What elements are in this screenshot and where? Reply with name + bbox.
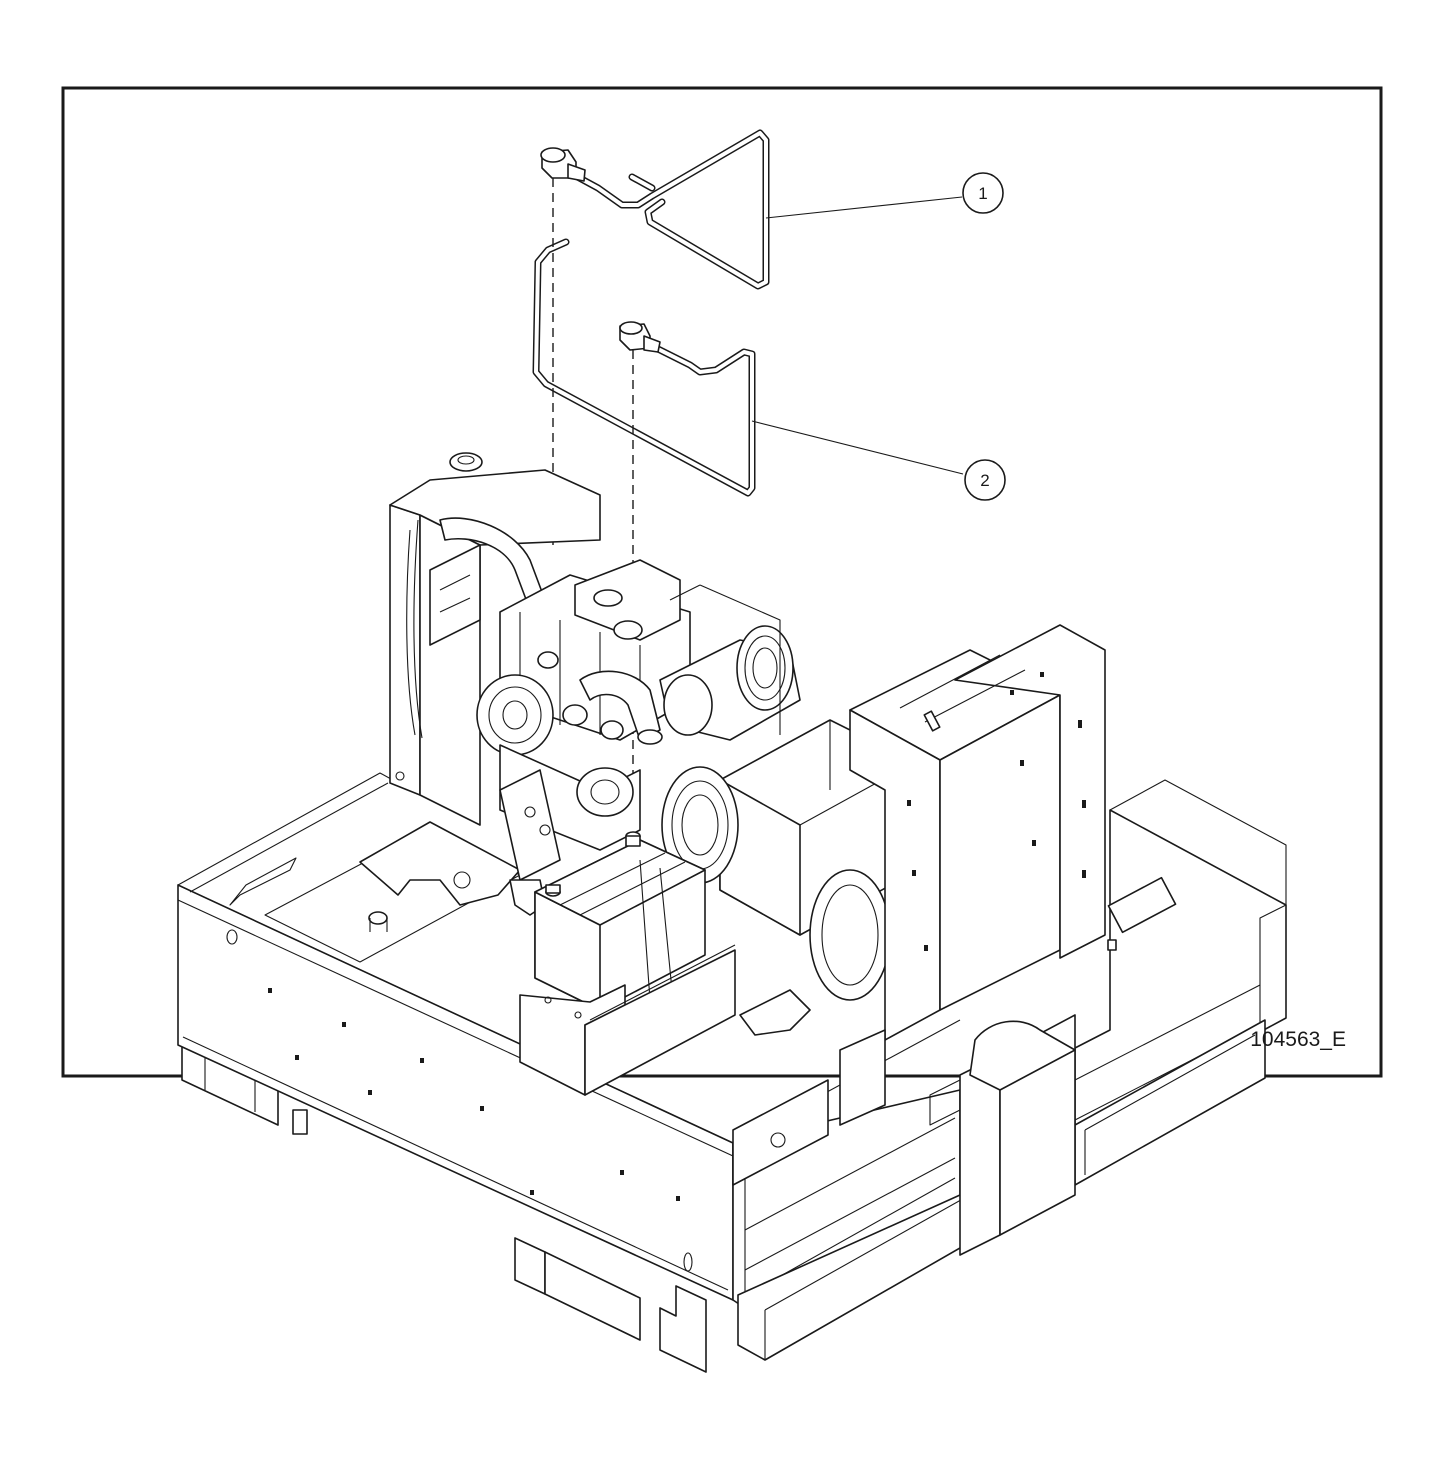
leader-line-1 [765,196,963,219]
side-wall-holes [226,929,693,1272]
engine-block [476,559,691,916]
drawing-number: 104563_E [1250,1028,1346,1051]
base-frame [177,772,1287,1373]
ring-terminal-2 [619,321,661,353]
battery-cable-1 [540,129,770,290]
mount-tab-left [292,1109,308,1135]
skid-foot-front [514,1237,546,1295]
skid-foot-front-3 [659,1285,707,1373]
callout-2-label: 2 [980,471,989,490]
callout-1-label: 1 [978,184,987,203]
callout-1: 1 [962,172,1004,214]
radiator-shroud [389,452,601,826]
battery [519,831,736,1096]
air-cleaner [659,584,801,741]
leader-line-2 [751,420,964,475]
drawing-border [61,86,1383,1078]
mount-frame-holes [907,672,1086,951]
callout-2: 2 [964,459,1006,501]
ring-terminal-1 [540,147,586,182]
battery-cable-2 [532,238,756,497]
skid-foot-front-2 [544,1251,641,1341]
control-mount-frame [732,624,1177,1256]
